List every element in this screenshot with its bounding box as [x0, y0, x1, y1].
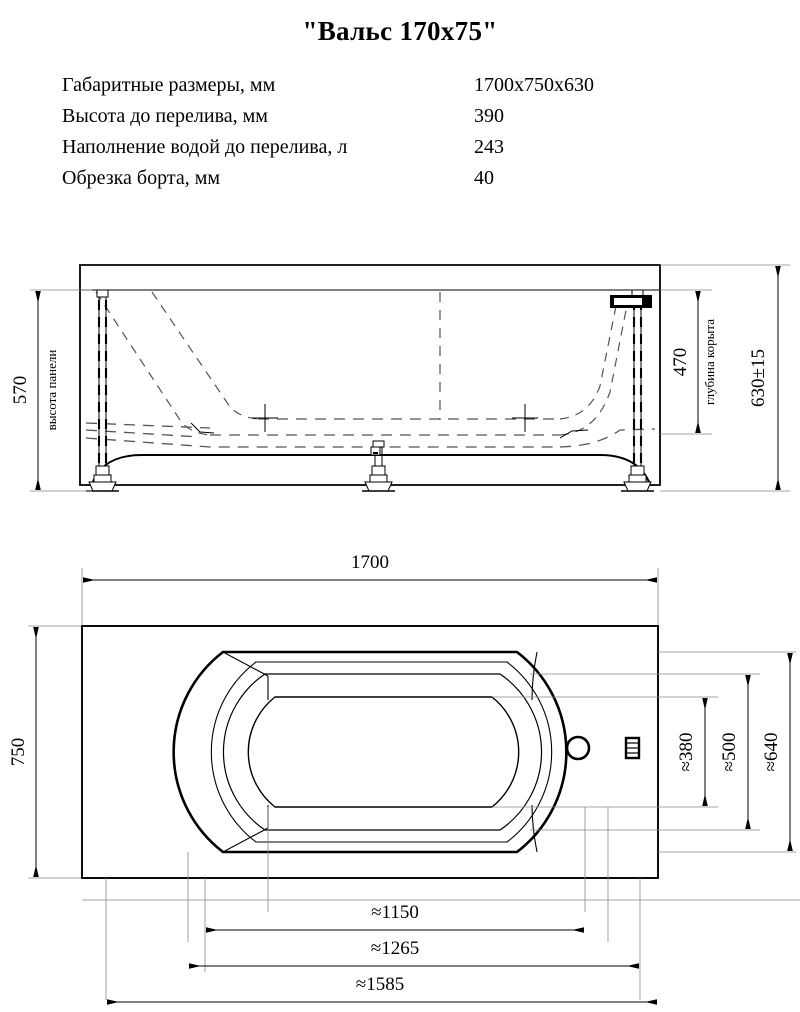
dimension-length-1700: 1700: [81, 552, 659, 628]
tub-rim-inner-edge: [210, 661, 553, 843]
dim-label-bowl-depth: глубина корыта: [702, 319, 717, 405]
spec-value: 1700x750x630: [474, 74, 594, 96]
specifications-table: Габаритные размеры, мм 1700x750x630 Высо…: [62, 74, 722, 198]
table-row: Габаритные размеры, мм 1700x750x630: [62, 74, 722, 105]
plan-extension-lines-right: [492, 651, 796, 853]
plan-extension-lines-bottom: [105, 807, 641, 1000]
tub-outer-rim: [172, 650, 568, 854]
leg-center: [362, 440, 395, 492]
spec-label: Высота до перелива, мм: [62, 105, 268, 127]
spec-label: Наполнение водой до перелива, л: [62, 136, 348, 158]
dim-value-470: 470: [670, 348, 691, 377]
dimension-inner-width-380: ≈380: [676, 698, 708, 806]
dimension-total-height: 630±15: [660, 264, 790, 492]
dimension-bowl-depth: 470 глубина корыта: [660, 289, 717, 435]
table-row: Обрезка борта, мм 40: [62, 167, 722, 198]
spec-value: 40: [474, 167, 494, 189]
dimension-inner-length-1585: ≈1585: [107, 974, 657, 1005]
table-row: Высота до перелива, мм 390: [62, 105, 722, 136]
dimension-inner-length-1150: ≈1150: [206, 902, 584, 933]
support-legs: [86, 289, 654, 492]
dim-value-380: ≈380: [676, 733, 697, 772]
overflow-fitting-plan-icon: [624, 736, 641, 760]
dim-label-panel-height: высота панели: [44, 350, 59, 431]
dimension-panel-height: 570 высота панели: [10, 289, 92, 492]
dimension-inner-width-640: ≈640: [761, 653, 793, 851]
dim-value-500: ≈500: [719, 733, 740, 772]
dim-value-1265: ≈1265: [371, 938, 419, 959]
foot-end-divisions: [531, 651, 538, 853]
dim-value-1150: ≈1150: [371, 902, 419, 923]
panel-outline: [79, 264, 661, 486]
dim-value-630: 630±15: [748, 349, 769, 407]
drain-hole-icon: [565, 735, 591, 761]
hidden-bowl-contours: [85, 291, 656, 448]
table-row: Наполнение водой до перелива, л 243: [62, 136, 722, 167]
spec-value: 390: [474, 105, 504, 127]
bowl-solid-edges: [190, 404, 589, 439]
page-title: "Вальс 170x75": [302, 16, 498, 46]
dimension-width-750: 750: [8, 625, 86, 879]
spec-value: 243: [474, 136, 504, 158]
dimension-inner-width-500: ≈500: [719, 675, 751, 829]
head-end-facets: [222, 651, 269, 853]
drain-stub: [370, 446, 381, 456]
plan-view: 1700 750: [8, 552, 800, 1005]
spec-label: Габаритные размеры, мм: [62, 74, 276, 96]
dim-value-1585: ≈1585: [356, 974, 404, 995]
dimension-inner-length-1265: ≈1265: [189, 938, 639, 969]
dim-value-640: ≈640: [761, 733, 782, 772]
bowl-floor: [247, 696, 520, 808]
leg-right: [621, 289, 654, 492]
overflow-fitting-icon: [610, 295, 652, 308]
dim-value-570: 570: [10, 376, 31, 405]
dim-value-750: 750: [8, 738, 29, 767]
dim-value-1700: 1700: [351, 552, 389, 573]
front-elevation-view: 570 высота панели 470 глубина корыта 630…: [10, 264, 790, 492]
leg-left: [86, 289, 119, 492]
spec-label: Обрезка борта, мм: [62, 167, 221, 189]
bowl-upper-band: [222, 673, 543, 831]
plan-outer-rect: [81, 625, 659, 879]
